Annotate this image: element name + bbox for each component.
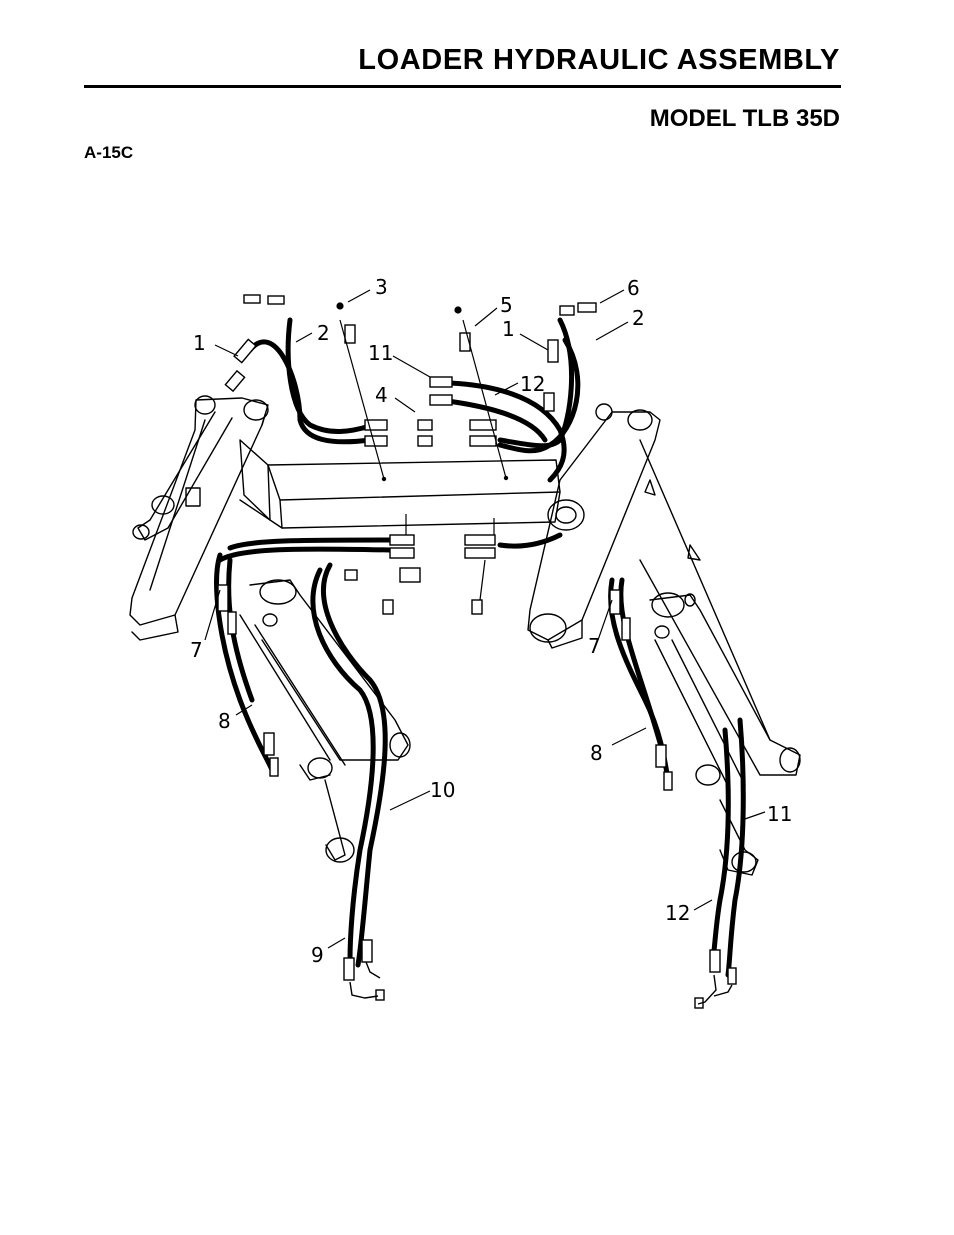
callout-11-bottom: 11 [767, 802, 792, 826]
callout-12-bottom: 12 [665, 901, 690, 925]
callout-7-right: 7 [588, 634, 601, 658]
callout-10: 10 [430, 778, 455, 802]
hydraulic-hoses [214, 317, 746, 978]
page-code: A-15C [84, 143, 134, 162]
page-title: LOADER HYDRAULIC ASSEMBLY [358, 44, 840, 76]
callout-2-left: 2 [317, 321, 330, 345]
callout-5: 5 [500, 293, 513, 317]
left-boom-arm [129, 395, 269, 641]
callout-9: 9 [311, 943, 324, 967]
callout-3: 3 [375, 275, 388, 299]
callout-2-right: 2 [632, 306, 645, 330]
callout-6: 6 [627, 276, 640, 300]
left-lower-frame [239, 579, 411, 863]
crossmember [239, 439, 585, 531]
callout-labels: 1 2 3 4 5 1 6 2 11 12 7 7 8 8 10 11 12 9 [190, 275, 792, 967]
callout-12-top: 12 [520, 372, 545, 396]
right-lower-frame [649, 592, 771, 876]
callout-1-left: 1 [193, 331, 206, 355]
callout-8-left: 8 [218, 709, 231, 733]
callout-8-right: 8 [590, 741, 603, 765]
callout-11-top: 11 [368, 341, 393, 365]
callout-7-left: 7 [190, 638, 203, 662]
title-rule [84, 85, 841, 88]
elbow-fittings [349, 961, 733, 1009]
model-label: MODEL TLB 35D [649, 105, 840, 132]
callout-1-right: 1 [502, 317, 515, 341]
leader-lines [204, 289, 766, 949]
callout-4: 4 [375, 383, 388, 407]
fittings [217, 294, 737, 985]
